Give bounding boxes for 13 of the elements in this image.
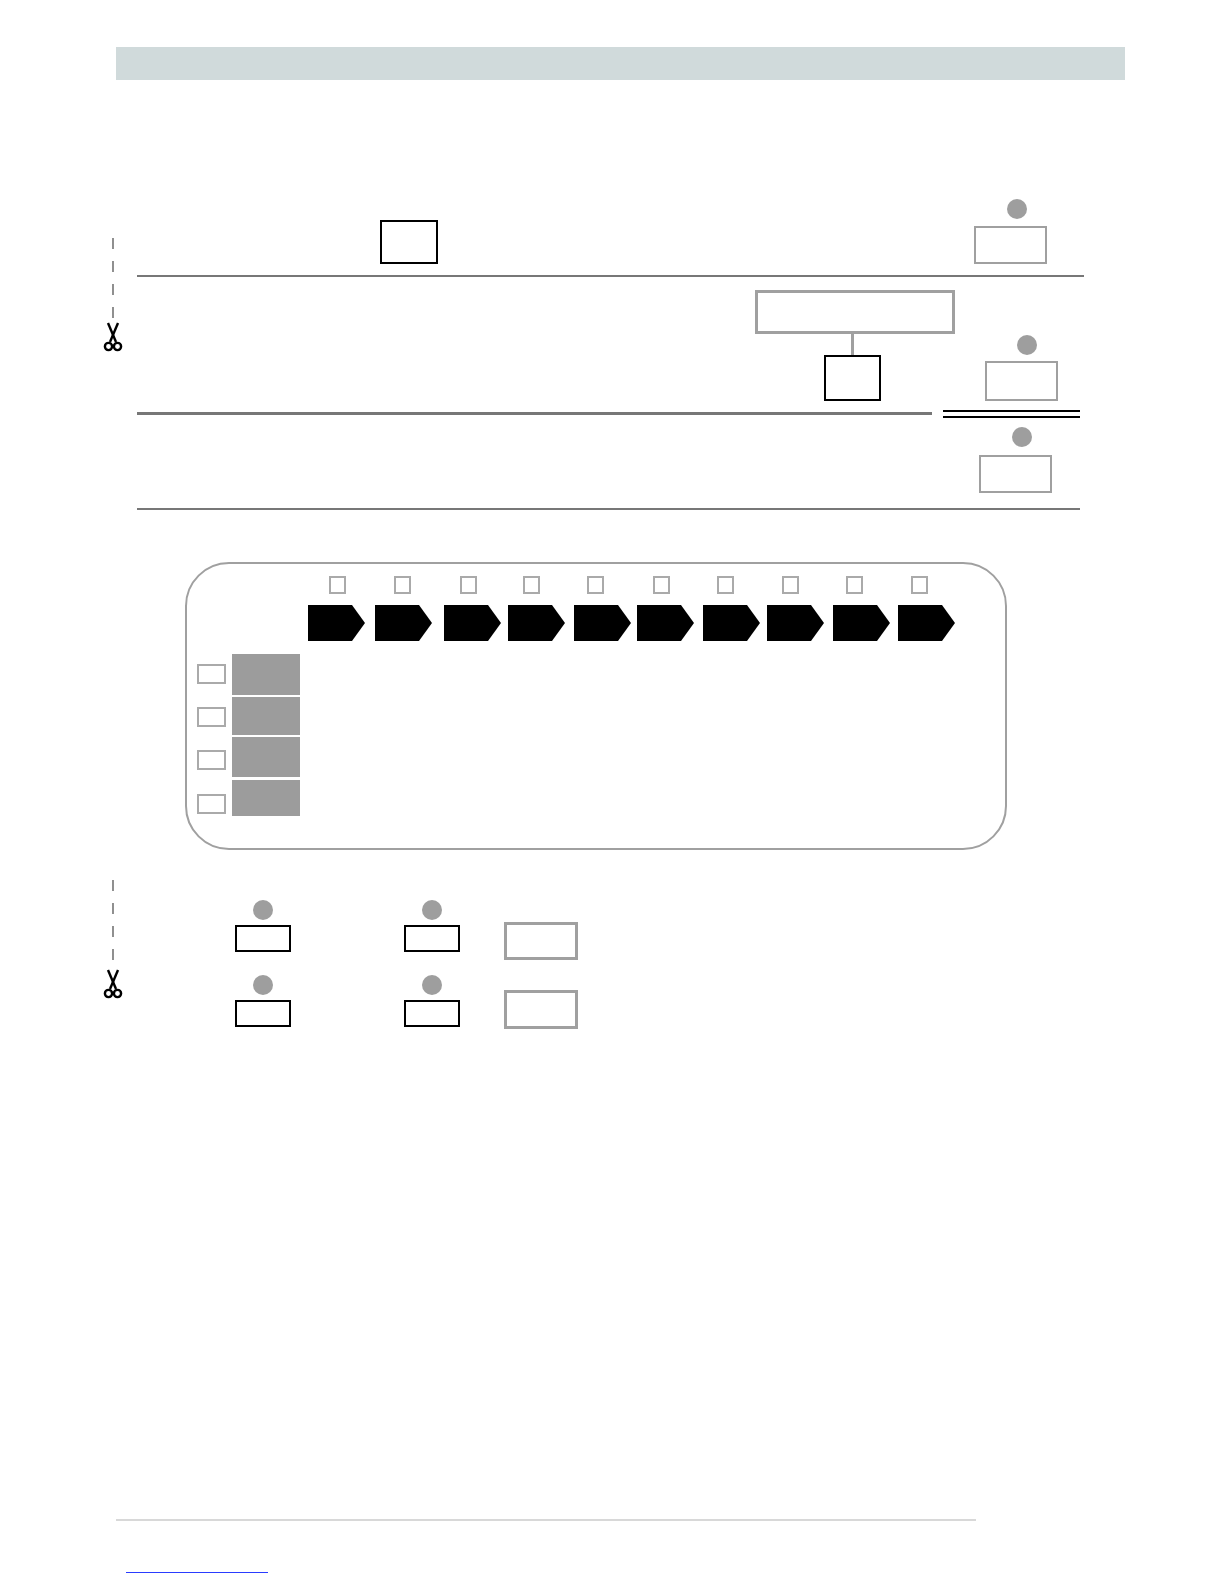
connector-line [851,334,854,355]
answer-box [755,290,955,334]
answer-box [504,990,578,1029]
answer-box [504,922,578,960]
answer-box [985,361,1058,401]
answer-box [404,925,460,952]
answer-box [979,455,1052,493]
answer-box [380,220,438,264]
answer-box [235,1000,291,1027]
answer-box [824,355,881,401]
answer-box [404,1000,460,1027]
answer-box [235,925,291,952]
answer-box [974,226,1047,264]
